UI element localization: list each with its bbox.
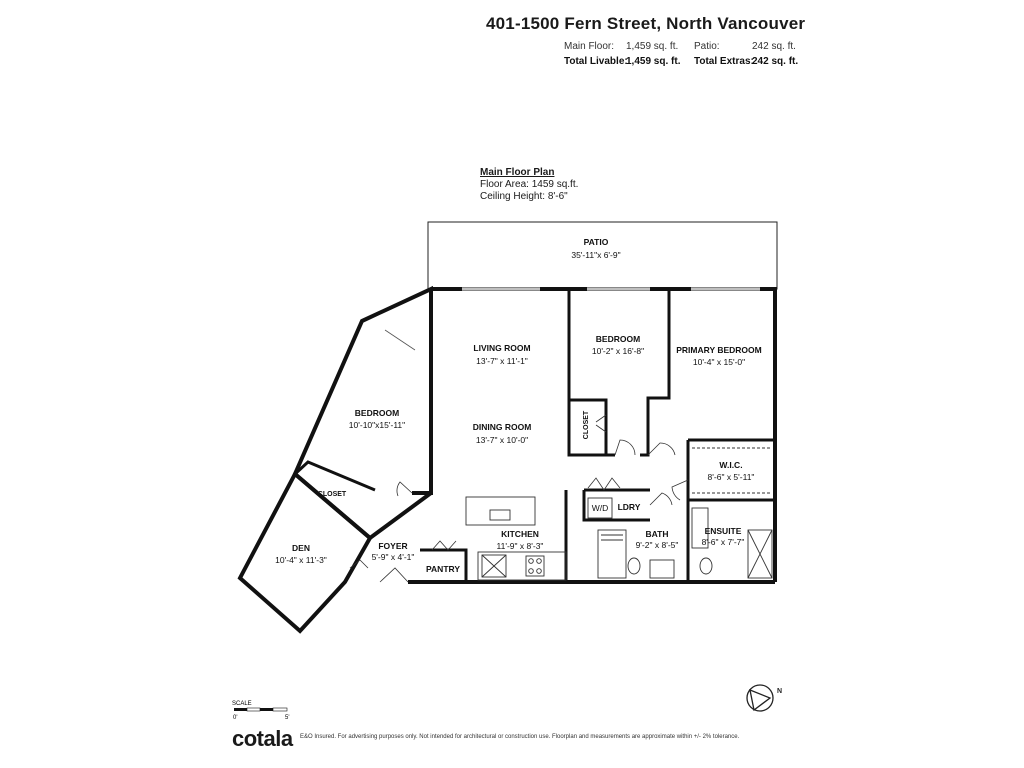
- label-foyer: FOYER: [378, 541, 407, 551]
- dims-living: 13'-7" x 11'-1": [476, 356, 528, 366]
- label-primary-bedroom: PRIMARY BEDROOM: [676, 345, 761, 355]
- cooktop: [525, 555, 545, 577]
- label-ldry: LDRY: [618, 502, 641, 512]
- main-floor-value: 1,459 sq. ft.: [626, 41, 679, 52]
- dims-patio: 35'-11"x 6'-9": [571, 250, 620, 260]
- door-wic: [671, 479, 689, 501]
- label-closet-left: CLOSET: [318, 491, 347, 498]
- bath-vanity: [649, 559, 675, 579]
- label-patio: PATIO: [584, 237, 609, 247]
- kitchen-island: [465, 496, 536, 526]
- total-extras-label: Total Extras:: [694, 56, 754, 67]
- label-den: DEN: [292, 543, 310, 553]
- label-closet-mid: CLOSET: [583, 410, 590, 439]
- door-entry: [379, 567, 409, 583]
- north-arrow-icon: N: [746, 684, 782, 712]
- wall-closet-mid: [569, 398, 608, 455]
- scale-max: 5': [285, 715, 289, 721]
- label-dining: DINING ROOM: [473, 422, 532, 432]
- dims-den: 10'-4" x 11'-3": [275, 555, 327, 565]
- label-pantry: PANTRY: [426, 564, 460, 574]
- wall-living-west: [412, 289, 433, 495]
- toilet-ensuite: [699, 557, 713, 575]
- scale-min: 0': [233, 715, 237, 721]
- label-bedroom-mid: BEDROOM: [596, 334, 640, 344]
- dims-foyer: 5'-9" x 4'-1": [372, 552, 415, 562]
- plan-heading: Main Floor Plan: [480, 167, 555, 178]
- dims-bath: 9'-2" x 8'-5": [636, 540, 679, 550]
- scale-bar: SCALE 0' 5': [232, 701, 289, 721]
- kitchen-counter: [477, 551, 567, 581]
- toilet-bath: [627, 557, 641, 575]
- north-letter: N: [777, 688, 782, 695]
- door-bedroom-left: [396, 481, 413, 497]
- label-ensuite: ENSUITE: [705, 526, 742, 536]
- label-bath: BATH: [646, 529, 669, 539]
- door-bedroom-mid: [614, 439, 636, 456]
- patio-value: 242 sq. ft.: [752, 41, 796, 52]
- door-pantry: [431, 540, 457, 551]
- label-wic: W.I.C.: [719, 460, 742, 470]
- label-wd: W/D: [592, 503, 609, 513]
- wall-bedroom-left: [292, 285, 433, 541]
- dims-ensuite: 8'-6" x 7'-7": [702, 537, 745, 547]
- wall-den: [237, 470, 373, 634]
- dims-kitchen: 11'-9" x 8'-3": [497, 541, 544, 551]
- ceiling-height: Ceiling Height: 8'-6": [480, 191, 568, 202]
- shower: [747, 529, 773, 579]
- door-primary: [647, 442, 676, 456]
- door-den: [349, 559, 369, 569]
- door-closet-mid: [595, 414, 607, 433]
- wall-pantry: [420, 548, 468, 582]
- ensuite-vanity: [691, 507, 709, 549]
- label-bedroom-left: BEDROOM: [355, 408, 399, 418]
- property-address: 401-1500 Fern Street, North Vancouver: [486, 14, 806, 33]
- label-living: LIVING ROOM: [473, 343, 530, 353]
- bathtub: [597, 529, 627, 579]
- wall-north-east: [431, 287, 777, 582]
- dims-dining: 13'-7" x 10'-0": [476, 435, 528, 445]
- wall-bedroom-mid-east: [640, 289, 671, 457]
- disclaimer: E&O Insured. For advertising purposes on…: [300, 734, 740, 740]
- wall-laundry: [582, 490, 650, 522]
- label-kitchen: KITCHEN: [501, 529, 539, 539]
- dims-primary-bedroom: 10'-4" x 15'-0": [693, 357, 745, 367]
- total-livable-label: Total Livable:: [564, 56, 628, 67]
- dims-bedroom-mid: 10'-2" x 16'-8": [592, 346, 644, 356]
- total-livable-value: 1,459 sq. ft.: [626, 56, 681, 67]
- door-laundry: [587, 477, 621, 491]
- main-floor-label: Main Floor:: [564, 41, 615, 52]
- plan-info: Main Floor Plan Floor Area: 1459 sq.ft. …: [480, 167, 578, 203]
- patio-label: Patio:: [694, 41, 720, 52]
- dims-wic: 8'-6" x 5'-11": [708, 472, 755, 482]
- wall-bedroom-mid-west: [567, 289, 615, 457]
- total-extras-value: 242 sq. ft.: [752, 56, 799, 67]
- dims-bedroom-left: 10'-10"x15'-11": [349, 420, 405, 430]
- wall-wic: [686, 440, 775, 502]
- kitchen-sink: [489, 509, 511, 521]
- washer-dryer: [587, 497, 613, 519]
- wall-closet-left: [293, 460, 376, 492]
- fridge: [481, 554, 507, 578]
- floor-area: Floor Area: 1459 sq.ft.: [480, 179, 579, 190]
- scale-label: SCALE: [232, 701, 252, 707]
- brand-logo: cotala: [232, 726, 293, 751]
- door-bath: [649, 492, 673, 506]
